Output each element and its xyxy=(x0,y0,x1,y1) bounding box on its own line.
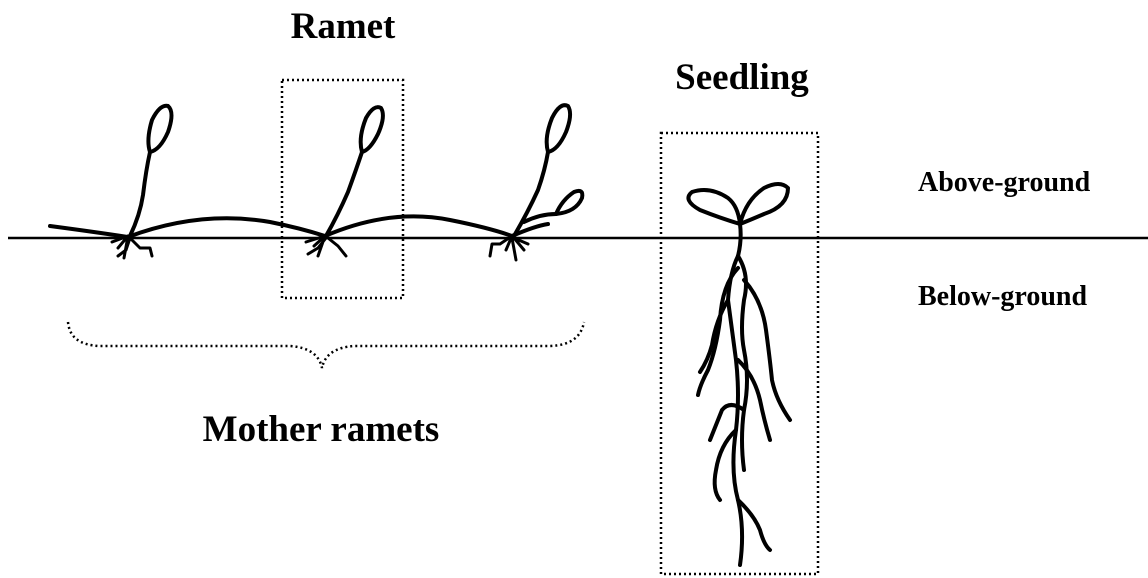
seedling-label: Seedling xyxy=(675,57,809,98)
ramet-label: Ramet xyxy=(291,6,396,47)
seedling-plant xyxy=(688,184,790,565)
ramet-box xyxy=(282,80,403,298)
above-ground-label: Above-ground xyxy=(918,167,1091,198)
mother-ramets-label: Mother ramets xyxy=(203,409,440,450)
below-ground-label: Below-ground xyxy=(918,281,1087,312)
stolon xyxy=(50,216,548,237)
mother-ramets-brace xyxy=(68,322,584,368)
